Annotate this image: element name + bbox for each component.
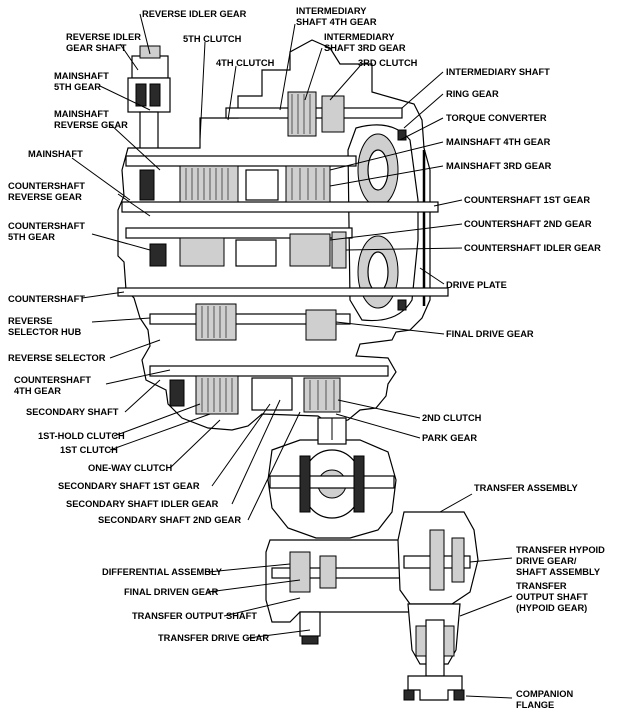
label-companion-flange: FLANGE <box>516 700 554 710</box>
label-reverse-selector-hub: REVERSE <box>8 316 52 326</box>
label-transfer-hypoid-drive-gear: TRANSFER HYPOID <box>516 545 605 555</box>
label-companion-flange: COMPANION <box>516 689 573 699</box>
label-reverse-idler-gear: REVERSE IDLER GEAR <box>142 9 247 19</box>
secondary-shaft-shape <box>149 303 389 415</box>
label-mainshaft-reverse-gear: REVERSE GEAR <box>54 120 128 130</box>
differential-housing <box>267 417 397 539</box>
label-3rd-clutch: 3RD CLUTCH <box>358 58 418 68</box>
label-park-gear: PARK GEAR <box>422 433 477 443</box>
label-intermediary-shaft-3rd-gear: SHAFT 3RD GEAR <box>324 43 406 53</box>
label-torque-converter: TORQUE CONVERTER <box>446 113 547 123</box>
label-mainshaft-3rd-gear: MAINSHAFT 3RD GEAR <box>446 161 552 171</box>
label-countershaft-2nd-gear: COUNTERSHAFT 2ND GEAR <box>464 219 592 229</box>
label-one-way-clutch: ONE-WAY CLUTCH <box>88 463 172 473</box>
label-intermediary-shaft-3rd-gear: INTERMEDIARY <box>324 32 395 42</box>
label-mainshaft-5th-gear: 5TH GEAR <box>54 82 101 92</box>
label-differential-assembly: DIFFERENTIAL ASSEMBLY <box>102 567 223 577</box>
label-intermediary-shaft: INTERMEDIARY SHAFT <box>446 67 550 77</box>
mainshaft-shape <box>121 155 439 213</box>
label-transfer-drive-gear: TRANSFER DRIVE GEAR <box>158 633 269 643</box>
label-transfer-assembly: TRANSFER ASSEMBLY <box>474 483 578 493</box>
label-countershaft-5th-gear: 5TH GEAR <box>8 232 55 242</box>
label-countershaft-4th-gear: 4TH GEAR <box>14 386 61 396</box>
label-transfer-hypoid-drive-gear: SHAFT ASSEMBLY <box>516 567 601 577</box>
label-4th-clutch: 4TH CLUTCH <box>216 58 275 68</box>
label-secondary-shaft-2nd-gear: SECONDARY SHAFT 2ND GEAR <box>98 515 241 525</box>
callout-labels: REVERSE IDLER GEAR REVERSE IDLER GEAR SH… <box>8 6 605 710</box>
label-final-driven-gear: FINAL DRIVEN GEAR <box>124 587 219 597</box>
label-reverse-idler-gear-shaft: GEAR SHAFT <box>66 43 127 53</box>
label-secondary-shaft-1st-gear: SECONDARY SHAFT 1ST GEAR <box>58 481 200 491</box>
label-5th-clutch: 5TH CLUTCH <box>183 34 242 44</box>
label-mainshaft: MAINSHAFT <box>28 149 83 159</box>
label-transfer-output-shaft-hypoid: TRANSFER <box>516 581 567 591</box>
label-secondary-shaft: SECONDARY SHAFT <box>26 407 119 417</box>
label-1st-clutch: 1ST CLUTCH <box>60 445 118 455</box>
label-countershaft-4th-gear: COUNTERSHAFT <box>14 375 91 385</box>
label-mainshaft-reverse-gear: MAINSHAFT <box>54 109 109 119</box>
label-1st-hold-clutch: 1ST-HOLD CLUTCH <box>38 431 125 441</box>
lower-case <box>265 539 421 645</box>
label-reverse-selector-hub: SELECTOR HUB <box>8 327 81 337</box>
label-countershaft-5th-gear: COUNTERSHAFT <box>8 221 85 231</box>
label-reverse-idler-gear-shaft: REVERSE IDLER <box>66 32 141 42</box>
label-drive-plate: DRIVE PLATE <box>446 280 507 290</box>
countershaft-shape <box>117 227 449 297</box>
label-intermediary-shaft-4th-gear: INTERMEDIARY <box>296 6 367 16</box>
intermediary-shaft-shape <box>225 91 403 137</box>
label-ring-gear: RING GEAR <box>446 89 499 99</box>
reverse-idler-assembly <box>127 45 171 153</box>
label-countershaft: COUNTERSHAFT <box>8 294 85 304</box>
label-countershaft-reverse-gear: REVERSE GEAR <box>8 192 82 202</box>
label-intermediary-shaft-4th-gear: SHAFT 4TH GEAR <box>296 17 377 27</box>
transfer-assembly-shape <box>397 511 479 701</box>
label-transfer-output-shaft-hypoid: OUTPUT SHAFT <box>516 592 588 602</box>
label-mainshaft-5th-gear: MAINSHAFT <box>54 71 109 81</box>
transmission-drawing <box>117 39 479 701</box>
label-final-drive-gear: FINAL DRIVE GEAR <box>446 329 534 339</box>
leader-lines <box>71 13 513 699</box>
label-transfer-hypoid-drive-gear: DRIVE GEAR/ <box>516 556 577 566</box>
label-transfer-output-shaft: TRANSFER OUTPUT SHAFT <box>132 611 257 621</box>
label-countershaft-reverse-gear: COUNTERSHAFT <box>8 181 85 191</box>
label-secondary-shaft-idler-gear: SECONDARY SHAFT IDLER GEAR <box>66 499 219 509</box>
label-countershaft-1st-gear: COUNTERSHAFT 1ST GEAR <box>464 195 590 205</box>
label-transfer-output-shaft-hypoid: (HYPOID GEAR) <box>516 603 587 613</box>
label-countershaft-idler-gear: COUNTERSHAFT IDLER GEAR <box>464 243 601 253</box>
label-reverse-selector: REVERSE SELECTOR <box>8 353 106 363</box>
label-mainshaft-4th-gear: MAINSHAFT 4TH GEAR <box>446 137 551 147</box>
label-2nd-clutch: 2ND CLUTCH <box>422 413 482 423</box>
